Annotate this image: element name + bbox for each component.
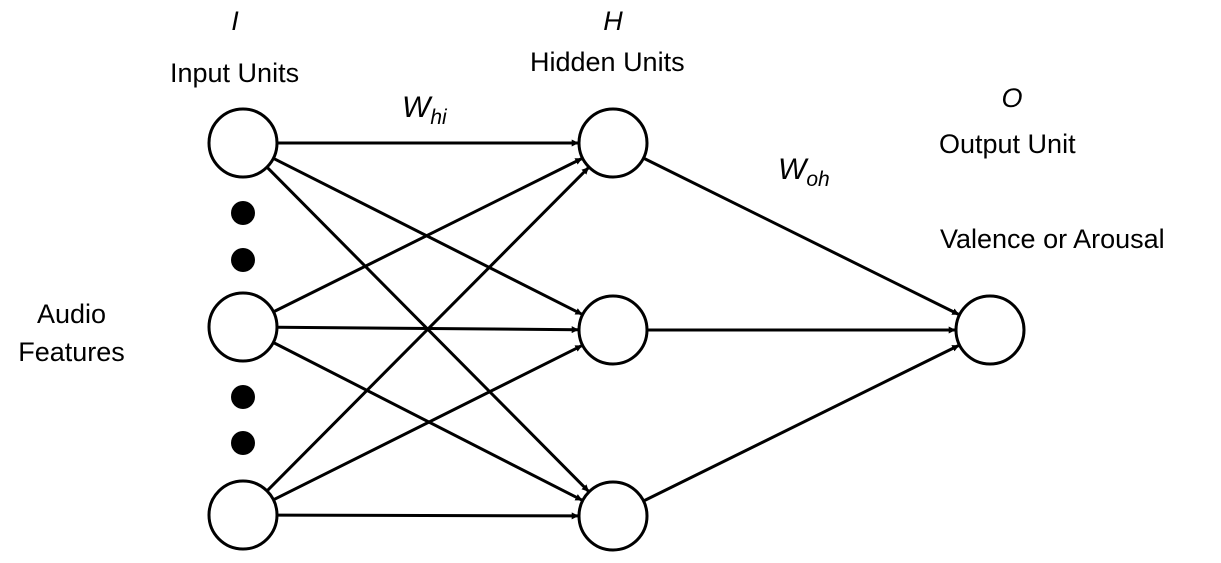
- edge-hidden-1-output: [642, 156, 960, 316]
- hidden-output-weight-label: Woh: [778, 152, 830, 198]
- output-layer-label: Output Unit: [939, 129, 1076, 159]
- input-node-1: [207, 107, 279, 179]
- hidden-output-weight-sub: oh: [806, 168, 830, 191]
- ellipsis-dot-2: [231, 248, 255, 272]
- edge-input-3-hidden-1: [265, 166, 590, 492]
- network-nodes: [207, 107, 1026, 552]
- input-layer-label: Input Units: [170, 58, 300, 88]
- hidden-layer-label: Hidden Units: [530, 47, 685, 77]
- input-hidden-weight-base: W: [402, 91, 431, 124]
- output-layer-symbol: O: [1001, 83, 1023, 113]
- connection-edges: [265, 139, 960, 520]
- input-group-label-line1: Audio: [36, 299, 107, 329]
- input-group-label-line2: Features: [18, 337, 125, 367]
- input-hidden-weight-sub: hi: [430, 106, 447, 129]
- ellipsis-dot-1: [231, 201, 255, 225]
- output-node: [954, 294, 1026, 366]
- edge-input-3-hidden-3: [276, 512, 579, 520]
- hidden-node-3: [577, 480, 649, 552]
- ellipsis-dot-3: [231, 385, 255, 409]
- ellipsis-dot-4: [231, 431, 255, 455]
- hidden-layer-symbol: H: [603, 6, 623, 36]
- hidden-node-1: [577, 107, 649, 179]
- output-caption: Valence or Arousal: [940, 224, 1165, 254]
- input-node-3: [207, 479, 279, 551]
- input-node-2: [207, 291, 279, 363]
- hidden-node-2: [577, 294, 649, 366]
- input-layer-symbol: I: [231, 6, 239, 36]
- edge-hidden-3-output: [642, 344, 960, 503]
- edge-input-3-hidden-2: [272, 344, 583, 502]
- edge-input-2-hidden-1: [272, 157, 583, 314]
- hidden-output-weight-base: W: [778, 153, 807, 186]
- input-hidden-weight-label: Whi: [402, 90, 447, 136]
